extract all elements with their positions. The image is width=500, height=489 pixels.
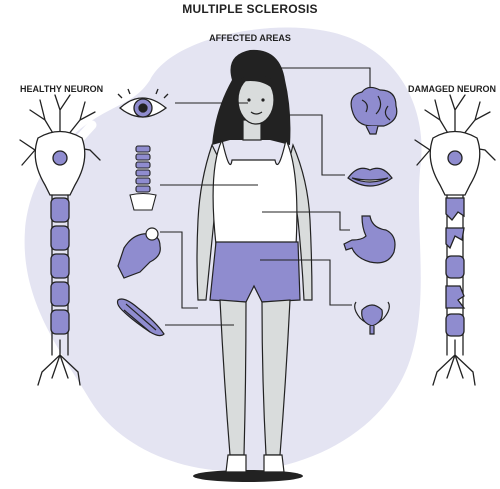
damaged-neuron-label: DAMAGED NEURON — [408, 84, 497, 94]
eye-icon — [117, 88, 169, 118]
healthy-axon-terminals — [37, 339, 81, 386]
bladder-icon — [354, 301, 390, 335]
lips-icon — [347, 167, 393, 187]
diagram-subtitle: AFFECTED AREAS — [209, 33, 291, 43]
spine-icon — [129, 145, 157, 211]
healthy-myelin-sheath — [50, 197, 70, 335]
shorts — [209, 241, 301, 303]
floor-shadow — [193, 470, 303, 482]
tank-top — [212, 138, 298, 246]
brain-icon — [350, 86, 398, 135]
right-shoe — [263, 454, 285, 473]
connector-lines — [160, 67, 371, 326]
left-shoe — [225, 454, 247, 473]
hand-icon — [117, 227, 161, 279]
diagram-title: MULTIPLE SCLEROSIS — [182, 2, 318, 16]
damaged-myelin-sheath — [445, 197, 466, 337]
stomach-icon — [343, 215, 396, 264]
healthy-neuron-label: HEALTHY NEURON — [20, 84, 104, 94]
muscle-icon — [116, 298, 165, 337]
damaged-axon-terminals — [432, 339, 476, 386]
